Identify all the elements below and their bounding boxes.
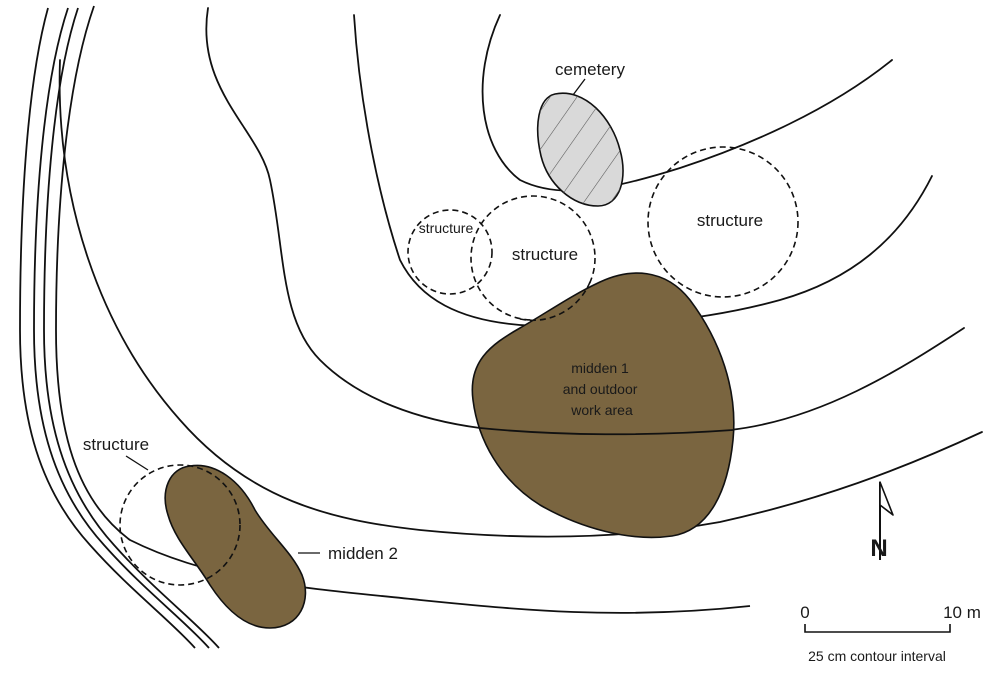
structure-small-label: structure xyxy=(419,220,474,236)
north-arrow-label: N xyxy=(870,535,887,562)
midden-1-feature: midden 1 and outdoor work area xyxy=(471,272,735,539)
structure-east-label: structure xyxy=(697,211,763,230)
cemetery-hatch xyxy=(537,93,624,206)
road-line-3 xyxy=(43,7,220,649)
structure-west-label: structure xyxy=(83,435,149,454)
midden-1-label-line-3: work area xyxy=(570,402,633,418)
contour-interval-label: 25 cm contour interval xyxy=(808,648,946,664)
scale-bar-line xyxy=(804,624,951,633)
contour-line-1 xyxy=(58,59,983,538)
scale-bar: 0 10 m 25 cm contour interval xyxy=(800,603,981,664)
structure-circle-small xyxy=(407,209,493,295)
road-line-4 xyxy=(55,5,751,614)
cemetery-feature: cemetery xyxy=(536,60,625,207)
road-line-2 xyxy=(33,7,210,649)
structure-circle-west xyxy=(119,464,241,586)
structure-circle-center xyxy=(470,195,596,321)
contour-line-2-over-midden xyxy=(479,427,734,436)
midden-2-feature: midden 2 xyxy=(164,464,398,629)
midden-1-area xyxy=(471,272,735,539)
scale-bar-start-label: 0 xyxy=(800,603,809,622)
midden-1-label-line-1: midden 1 xyxy=(571,360,629,376)
north-arrow: N xyxy=(870,481,894,562)
structure-west-feature: structure xyxy=(83,435,241,586)
structure-center-label: structure xyxy=(512,245,578,264)
cemetery-label: cemetery xyxy=(555,60,625,79)
cemetery-leader xyxy=(572,78,586,96)
structure-west-leader xyxy=(125,455,149,471)
contour-line-2 xyxy=(205,7,965,436)
structure-circle-center-over-midden xyxy=(519,281,591,322)
structures: structure structure structure xyxy=(407,146,799,321)
north-arrow-icon xyxy=(879,481,894,560)
scale-bar-end-label: 10 m xyxy=(943,603,981,622)
midden-1-label: midden 1 and outdoor work area xyxy=(563,360,642,418)
road-lines xyxy=(19,5,751,649)
midden-1-label-line-2: and outdoor xyxy=(563,381,638,397)
road-line-1 xyxy=(19,7,196,649)
midden-2-label: midden 2 xyxy=(328,544,398,563)
structure-circle-east xyxy=(647,146,799,298)
